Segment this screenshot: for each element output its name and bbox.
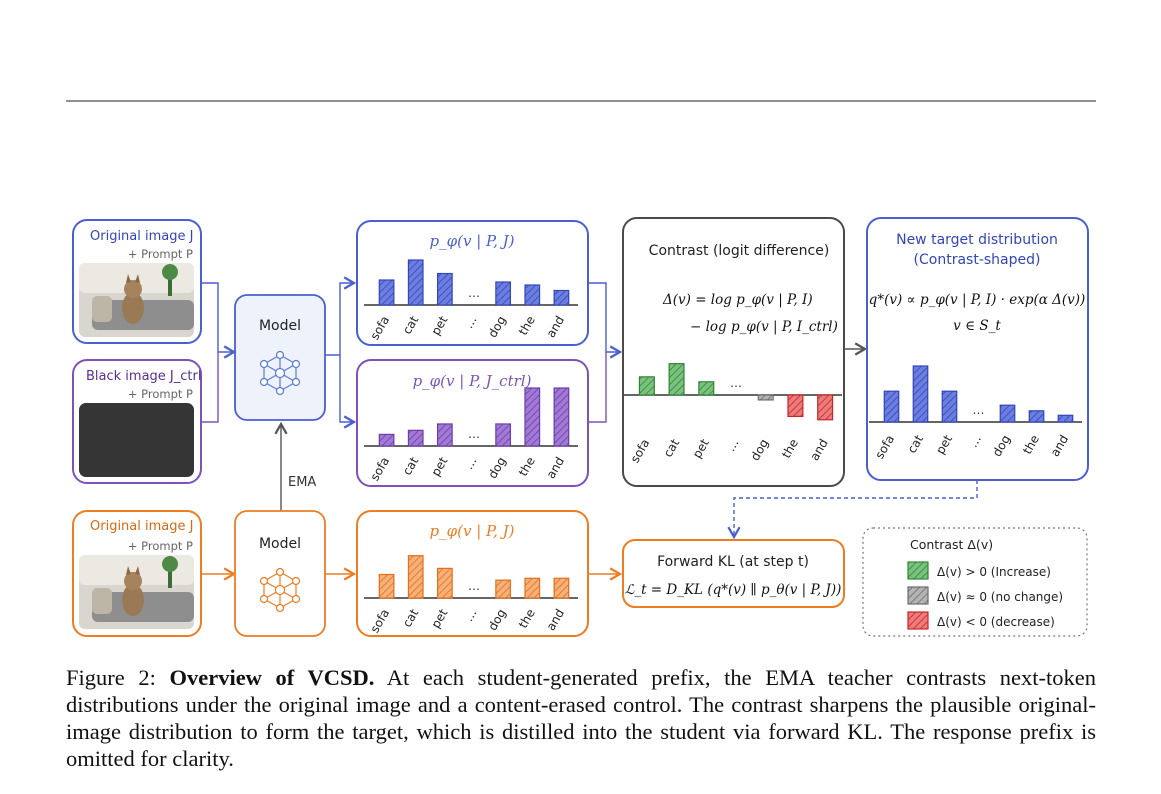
chart-bar bbox=[524, 577, 541, 599]
target-title-1: New target distribution bbox=[896, 232, 1058, 248]
chart-bar bbox=[638, 376, 655, 396]
caption-text: At each student-generated prefix, the EM… bbox=[66, 665, 1096, 771]
input-original-bottom: Original image J + Prompt P bbox=[72, 510, 202, 637]
chart-bar bbox=[817, 394, 834, 421]
dist-title: p_φ(v | P, J) bbox=[430, 232, 515, 250]
input-original-top: Original image J + Prompt P bbox=[72, 219, 202, 344]
kl-eq: ℒ_t = D_KL (q*(v) ∥ p_θ(v | P, J)) bbox=[625, 582, 842, 598]
chart-bar bbox=[698, 381, 715, 396]
dist-title: p_φ(v | P, J_ctrl) bbox=[413, 372, 532, 390]
input-prompt: + Prompt P bbox=[128, 539, 193, 553]
model-label: Model bbox=[259, 318, 301, 334]
arrow-black-to-teacher bbox=[201, 352, 219, 423]
cat-photo bbox=[79, 263, 194, 337]
chart-bar bbox=[436, 567, 453, 599]
legend-swatch-increase bbox=[907, 561, 929, 580]
chart-bar bbox=[436, 272, 453, 306]
legend-item-no-change: Δ(v) ≈ 0 (no change) bbox=[937, 590, 1063, 604]
ema-label: EMA bbox=[288, 475, 316, 490]
chart-bar bbox=[941, 390, 958, 423]
input-title: Original image J bbox=[90, 229, 193, 244]
dist-title: p_φ(v | P, J) bbox=[430, 522, 515, 540]
input-black: Black image J_ctrl + Prompt P bbox=[72, 359, 202, 484]
legend-item-increase: Δ(v) > 0 (Increase) bbox=[937, 565, 1051, 579]
cat-photo bbox=[79, 555, 194, 629]
chart-bar bbox=[436, 423, 453, 447]
chart-bar bbox=[407, 555, 424, 599]
teacher-model: Model bbox=[234, 294, 326, 421]
chart-bar bbox=[787, 394, 804, 418]
chart-bar bbox=[378, 573, 395, 599]
chart-bar bbox=[757, 394, 774, 401]
caption-label: Figure 2: bbox=[66, 665, 170, 690]
chart-bar bbox=[668, 363, 685, 396]
chart-bar bbox=[1028, 410, 1045, 423]
chart-bar bbox=[883, 390, 900, 423]
input-title: Black image J_ctrl bbox=[86, 369, 201, 384]
kl-panel: Forward KL (at step t) ℒ_t = D_KL (q*(v)… bbox=[622, 539, 845, 608]
chart-bar bbox=[553, 387, 570, 447]
target-eq-1: q*(v) ∝ p_φ(v | P, I) · exp(α Δ(v)) bbox=[869, 292, 1086, 308]
chart-bar bbox=[407, 429, 424, 447]
contrast-eq-1: Δ(v) = log p_φ(v | P, I) bbox=[662, 292, 813, 308]
network-icon bbox=[259, 567, 301, 613]
legend-swatch-no-change bbox=[907, 586, 929, 605]
chart-bar bbox=[553, 289, 570, 306]
contrast-eq-2: − log p_φ(v | P, I_ctrl) bbox=[690, 319, 838, 335]
chart-bar bbox=[553, 577, 570, 599]
target-panel: New target distribution (Contrast-shaped… bbox=[866, 217, 1089, 481]
model-label: Model bbox=[259, 536, 301, 552]
chart-bar bbox=[999, 404, 1016, 423]
input-prompt: + Prompt P bbox=[128, 247, 193, 261]
vcsd-overview-figure: Original image J + Prompt P Black image … bbox=[66, 100, 1096, 637]
chart-bar bbox=[524, 387, 541, 447]
chart-bar bbox=[495, 423, 512, 447]
arrow-teacher-to-top bbox=[325, 276, 357, 356]
chart-ellipsis: … bbox=[730, 376, 742, 390]
contrast-panel: Contrast (logit difference) Δ(v) = log p… bbox=[622, 217, 845, 487]
contrast-title: Contrast (logit difference) bbox=[649, 243, 830, 259]
caption-bold: Overview of VCSD. bbox=[169, 665, 375, 690]
network-icon bbox=[259, 350, 301, 396]
input-title: Original image J bbox=[90, 519, 193, 534]
chart-bar bbox=[524, 284, 541, 306]
input-prompt: + Prompt P bbox=[128, 387, 193, 401]
arrow-target-to-kl bbox=[727, 480, 978, 540]
target-title-2: (Contrast-shaped) bbox=[914, 252, 1041, 268]
arrow-original-to-teacher bbox=[201, 282, 237, 359]
student-model: Model bbox=[234, 510, 326, 637]
chart-bar bbox=[495, 281, 512, 306]
arrow-top-to-contrast bbox=[588, 282, 623, 359]
target-eq-2: v ∈ S_t bbox=[953, 318, 1001, 334]
chart-bar bbox=[495, 579, 512, 599]
chart-ellipsis: … bbox=[468, 427, 480, 441]
legend-item-decrease: Δ(v) < 0 (decrease) bbox=[937, 615, 1055, 629]
chart-bar bbox=[407, 259, 424, 306]
chart-bar bbox=[1057, 414, 1074, 423]
legend: Contrast Δ(v) Δ(v) > 0 (Increase) Δ(v) ≈… bbox=[862, 527, 1088, 637]
kl-title: Forward KL (at step t) bbox=[657, 554, 809, 570]
chart-ellipsis: … bbox=[468, 286, 480, 300]
arrow-teacher-to-mid bbox=[339, 355, 357, 429]
legend-title: Contrast Δ(v) bbox=[910, 537, 993, 552]
chart-ellipsis: … bbox=[468, 579, 480, 593]
chart-bar bbox=[912, 365, 929, 423]
black-image bbox=[79, 403, 194, 477]
arrow-mid-to-contrast bbox=[588, 352, 607, 423]
chart-bar bbox=[378, 279, 395, 306]
figure-caption: Figure 2: Overview of VCSD. At each stud… bbox=[66, 664, 1096, 772]
chart-bar bbox=[378, 433, 395, 447]
legend-swatch-decrease bbox=[907, 611, 929, 630]
chart-ellipsis: … bbox=[973, 403, 985, 417]
